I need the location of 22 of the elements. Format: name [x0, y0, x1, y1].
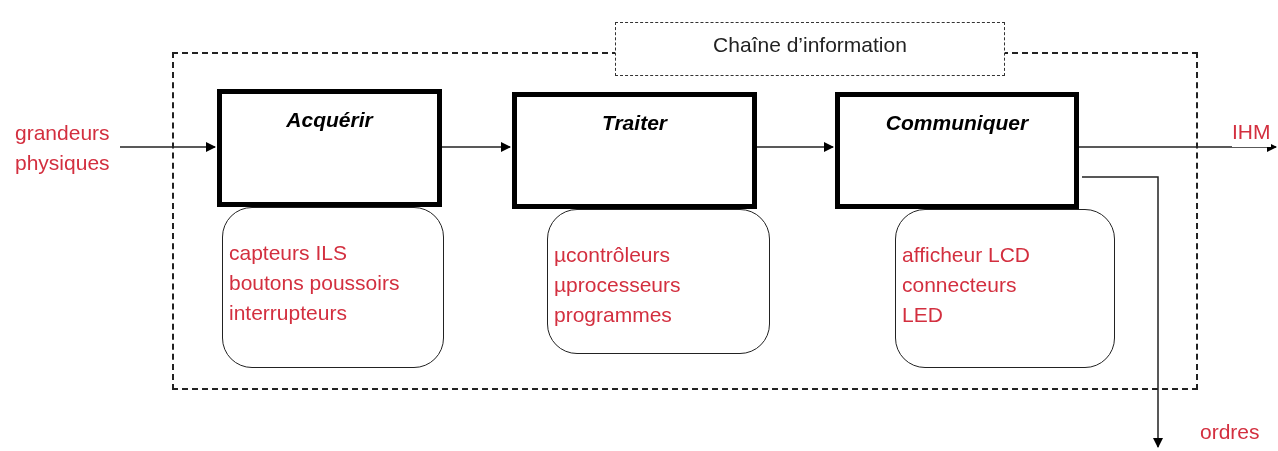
component-item: connecteurs — [902, 272, 1017, 298]
component-card — [895, 209, 1115, 368]
component-item: interrupteurs — [229, 300, 347, 326]
component-item: afficheur LCD — [902, 242, 1030, 268]
function-title: Traiter — [601, 111, 669, 135]
component-item: µcontrôleurs — [554, 242, 670, 268]
function-box — [217, 89, 442, 207]
function-title: Communiquer — [884, 111, 1030, 135]
function-title: Acquérir — [285, 108, 375, 132]
function-box — [512, 92, 757, 209]
component-item: µprocesseurs — [554, 272, 681, 298]
component-card — [222, 207, 444, 368]
component-item: capteurs ILS — [229, 240, 347, 266]
component-card — [547, 209, 770, 354]
component-item: LED — [902, 302, 943, 328]
input-label: grandeurs physiques — [15, 118, 135, 178]
component-item: programmes — [554, 302, 672, 328]
component-item: boutons poussoirs — [229, 270, 400, 296]
group-title: Chaîne d’information — [615, 22, 1005, 76]
arrow — [119, 142, 216, 152]
function-box — [835, 92, 1079, 209]
arrow — [1081, 176, 1163, 448]
